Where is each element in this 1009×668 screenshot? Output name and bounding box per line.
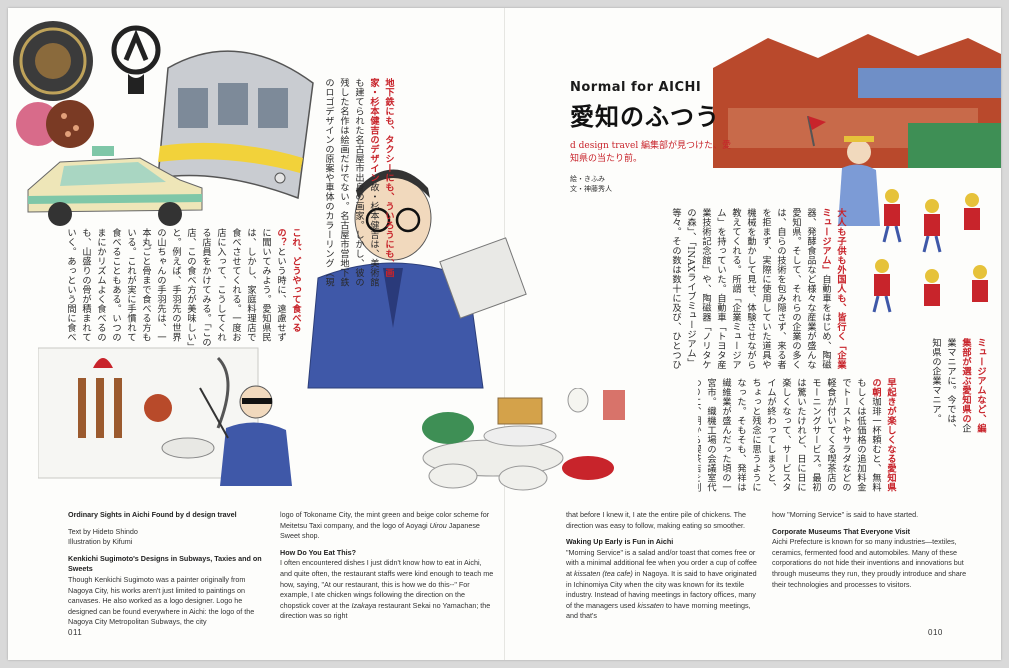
jp-column-mania: ミュージアムなど、編集部が選ぶ愛知県の企業マニアに。今では、知県の企業マニア。 xyxy=(898,338,988,438)
jp-body-sugimoto: 故・杉本健吉は、美術館も建てられた名古屋市出身の画家。しかし、彼の残した名作は絵… xyxy=(326,78,379,287)
jp-heading-morning: 早起きが楽しくなる愛知県の朝 xyxy=(870,378,896,492)
jp-column-how-to-eat: これ、どうやって食べるの？という時に、遠慮せずに聞いてみよう。愛知県民は、しかし… xyxy=(63,228,303,348)
article-subtitle: d design travel 編集部が見つけた、愛知県の当たり前。 xyxy=(570,141,732,164)
english-title: Ordinary Sights in Aichi Found by d desi… xyxy=(68,510,237,519)
credit-illustration: 絵・きふみ xyxy=(570,175,605,183)
article-credits: 絵・きふみ 文・神藤秀人 xyxy=(570,174,740,194)
jp-heading-mania: ミュージアムなど、編集部が選ぶ愛知県の xyxy=(960,338,986,433)
english-col-left-2: logo of Tokoname City, the mint green an… xyxy=(280,510,495,628)
toyota-museum-building-illustration xyxy=(713,34,1001,168)
jp-heading-sugimoto: 地下鉄にも、タクシーにも、ういろうにも、画家・杉本健吉のデザイン xyxy=(368,78,394,278)
english-para-logos: logo of Tokoname City, the mint green an… xyxy=(280,510,490,541)
jp-body-how-to-eat: という時に、遠慮せずに聞いてみよう。愛知県民は、しかし、家庭料理店で食べさせてく… xyxy=(65,228,286,347)
english-heading-sugimoto: Kenkichi Sugimoto's Designs in Subways, … xyxy=(68,553,262,574)
english-para-how-to-eat: I often encountered dishes I just didn't… xyxy=(280,558,494,621)
jp-column-sugimoto: 地下鉄にも、タクシーにも、ういろうにも、画家・杉本健吉のデザイン故・杉本健吉は、… xyxy=(326,78,396,288)
jp-body-mania: 企業マニアに。今では、知県の企業マニア。 xyxy=(930,338,971,433)
english-para-museums: Aichi Prefecture is known for so many in… xyxy=(772,537,967,589)
jp-body-morning: 珈琲一杯頼むと、無料もしくは低価格の追加料金でトーストやサラダなどの軽食が付いて… xyxy=(698,378,881,492)
jp-heading-museums: 大人も子供も外国人も、皆行く「企業ミュージアム」 xyxy=(820,208,846,370)
jp-column-museums: 大人も子供も外国人も、皆行く「企業ミュージアム」自動車をはじめ、陶磁器、発酵食品… xyxy=(668,208,848,378)
credit-text: 文・神藤秀人 xyxy=(570,185,612,193)
english-heading-museums: Corporate Museums That Everyone Visit xyxy=(772,526,911,536)
subway-logo-illustration xyxy=(111,25,161,94)
english-byline-text: Text by Hideto Shindo xyxy=(68,526,138,536)
page-number-right: 010 xyxy=(928,628,943,637)
article-title-block: Normal for AICHI 愛知のふつう d design travel … xyxy=(570,80,740,194)
chicken-wings-table-illustration xyxy=(38,347,259,479)
english-col-right-2: how "Morning Service" is said to have st… xyxy=(772,510,982,596)
article-title: 愛知のふつう xyxy=(570,102,720,131)
article-kicker: Normal for AICHI xyxy=(570,80,702,95)
schoolchildren-illustration xyxy=(872,189,988,313)
page-gutter xyxy=(504,8,505,660)
aoyagi-uirou-logo-illustration xyxy=(13,21,94,148)
english-para-morning-end: how "Morning Service" is said to have st… xyxy=(772,510,919,519)
english-heading-morning: Waking Up Early is Fun in Aichi xyxy=(566,537,674,547)
magazine-spread: Normal for AICHI 愛知のふつう d design travel … xyxy=(8,8,1001,660)
jp-column-morning: 早起きが楽しくなる愛知県の朝珈琲一杯頼むと、無料もしくは低価格の追加料金でトース… xyxy=(698,378,898,498)
meitetsu-taxi-illustration xyxy=(27,146,203,226)
guide-with-flag-illustration xyxy=(807,116,880,226)
jp-body-museums: 自動車をはじめ、陶磁器、発酵食品など様々な産業が盛んな愛知県。そして、それらの企… xyxy=(670,208,831,370)
page-number-left: 011 xyxy=(68,628,83,637)
man-with-pointer-illustration xyxy=(199,385,292,486)
english-para-morning: "Morning Service" is a salad and/or toas… xyxy=(566,547,757,621)
morning-service-breakfast-illustration xyxy=(422,388,625,491)
jp-heading-how-to-eat: これ、どうやって食べるの？ xyxy=(275,228,301,333)
english-col-left-1: Ordinary Sights in Aichi Found by d desi… xyxy=(68,510,268,634)
english-byline-illustration: Illustration by Kifumi xyxy=(68,537,133,547)
english-para-chickens: that before I knew it, I ate the entire … xyxy=(566,510,747,530)
subway-train-illustration xyxy=(157,50,314,200)
english-heading-how-to-eat: How Do You Eat This? xyxy=(280,547,357,557)
english-col-right-1: that before I knew it, I ate the entire … xyxy=(566,510,762,628)
english-para-sugimoto: Though Kenkichi Sugimoto was a painter o… xyxy=(68,574,255,627)
